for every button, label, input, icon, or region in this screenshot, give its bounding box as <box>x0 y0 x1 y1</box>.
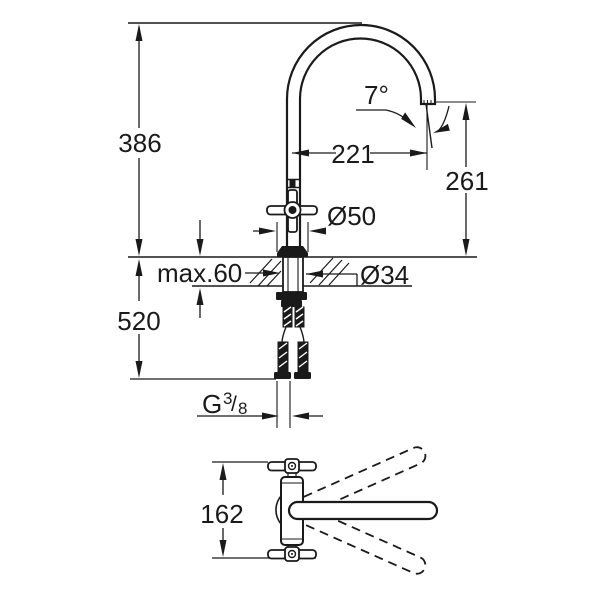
dimension-labels: 386 520 221 261 7° Ø50 Ø34 max.60 162 G … <box>117 80 488 529</box>
thread-size-label: G 3 / 8 <box>202 389 247 419</box>
spout-joint-line <box>287 178 300 189</box>
thread-denominator: 8 <box>238 399 247 418</box>
dimension-lines <box>135 24 476 428</box>
base-diameter-label: Ø50 <box>327 201 376 231</box>
outlet-angle-label: 7° <box>364 80 389 110</box>
body-left-bulge <box>275 495 282 525</box>
thread-g: G <box>202 389 222 419</box>
swivel-spout-dashed-down <box>297 506 427 575</box>
outlet-stream-line <box>425 103 433 149</box>
thread-numerator: 3 <box>223 389 232 408</box>
swivel-spout-solid <box>287 500 439 521</box>
handle-hub-inner <box>288 206 297 214</box>
total-height-label: 386 <box>118 128 161 158</box>
top-view-handle-top <box>267 458 317 477</box>
handle-span-label: 162 <box>200 499 243 529</box>
spout-reach-label: 221 <box>331 139 374 169</box>
supply-hoses <box>281 326 305 343</box>
hose-connectors <box>274 341 311 379</box>
mounting-nut <box>276 292 307 307</box>
swivel-spout-dashed-up <box>297 446 427 515</box>
front-view <box>128 22 477 428</box>
top-view-handle-bottom <box>267 545 317 562</box>
max-deck-thickness-label: max.60 <box>157 258 242 288</box>
mounting-shank <box>282 256 304 293</box>
threaded-tailpieces <box>282 306 305 328</box>
spout-arc <box>285 23 437 251</box>
cross-handle <box>266 189 318 233</box>
hole-diameter-label: Ø34 <box>360 260 409 290</box>
top-view <box>212 446 439 575</box>
thread-slash: / <box>231 393 237 416</box>
outlet-height-label: 261 <box>445 166 488 196</box>
below-counter-label: 520 <box>117 306 160 336</box>
aerator-ticks <box>423 100 432 104</box>
escutcheon-base <box>277 246 308 257</box>
spout-joint-collar <box>289 180 296 187</box>
